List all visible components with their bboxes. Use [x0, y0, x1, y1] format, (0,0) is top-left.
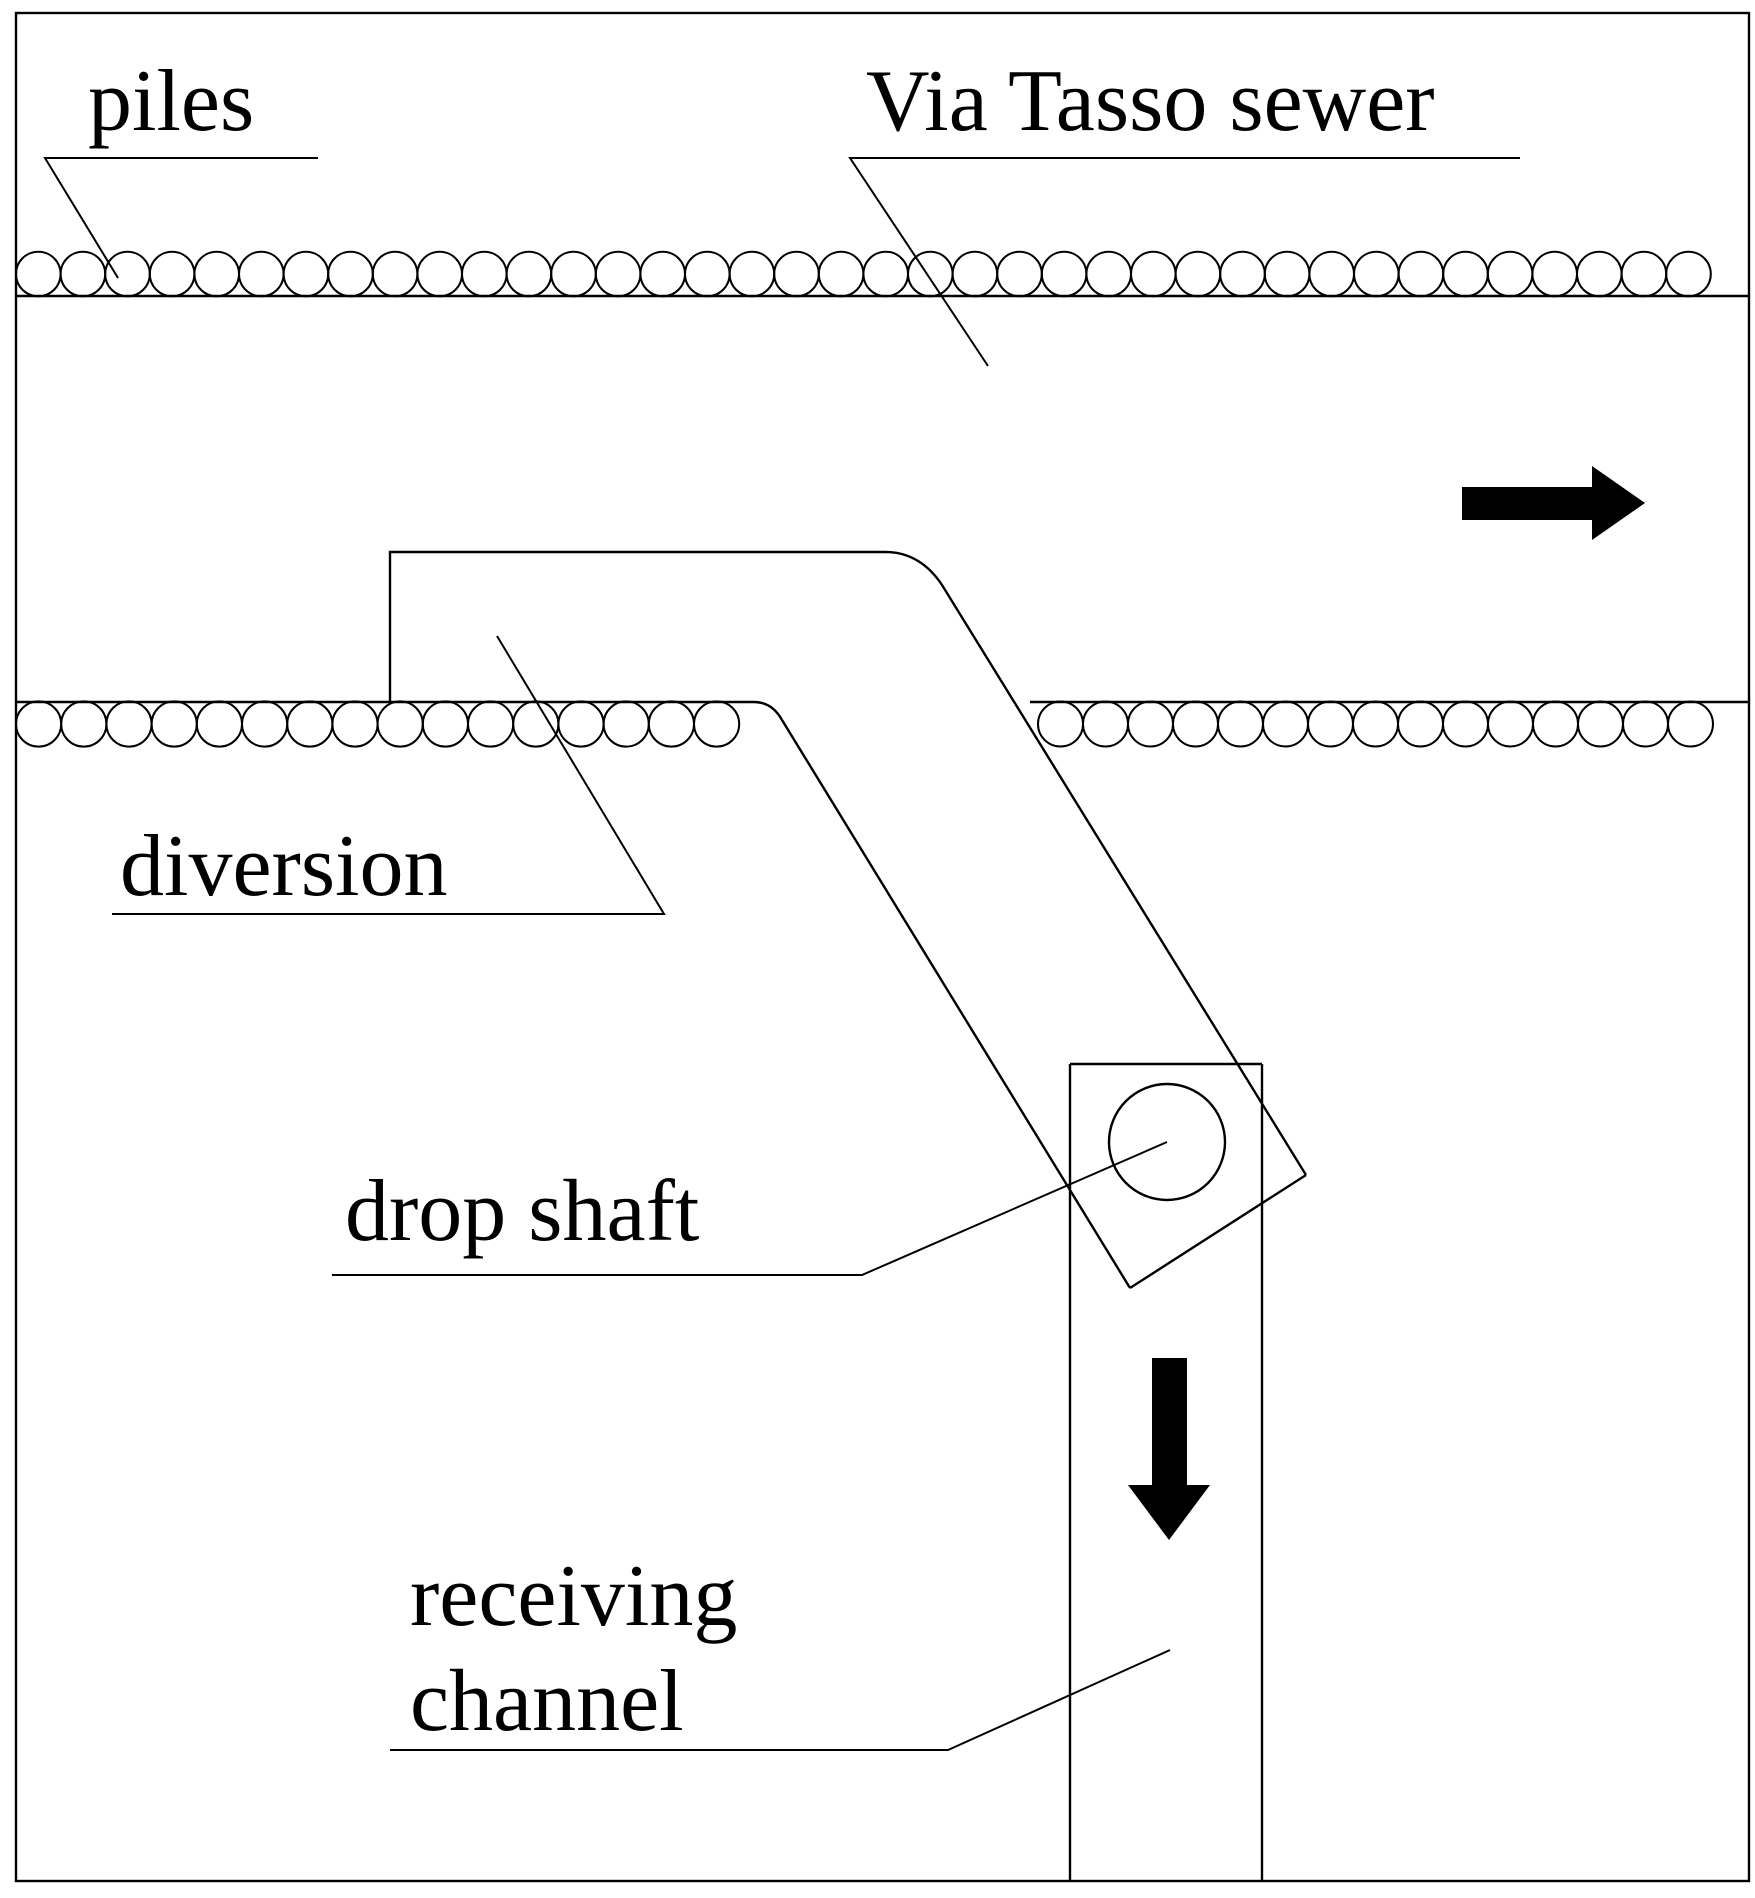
pile-circle	[148, 250, 196, 298]
pile-circle	[512, 700, 560, 748]
pile-circle	[1577, 700, 1624, 748]
pile-circle	[286, 700, 334, 748]
pile-circle	[684, 250, 731, 298]
pile-circle	[1308, 250, 1355, 298]
pile-circle	[1040, 250, 1088, 298]
pile-circle	[1262, 700, 1309, 748]
pile-row-bottom	[14, 700, 1714, 748]
pile-circle	[594, 250, 642, 298]
pile-circle	[461, 250, 508, 298]
diversion-outline-lower	[780, 719, 1132, 1289]
pile-circle	[59, 250, 107, 298]
drop-shaft-leader	[332, 1141, 1168, 1276]
pile-circle	[416, 250, 464, 298]
pile-circle	[15, 250, 62, 298]
pile-circle	[1576, 250, 1623, 298]
pile-circle	[327, 250, 374, 298]
pile-circle	[602, 700, 650, 748]
pile-circle	[907, 250, 954, 298]
diversion-end	[1129, 1173, 1307, 1290]
pile-circle	[550, 250, 597, 298]
pile-circle	[1352, 700, 1399, 748]
drop-shaft-label: drop shaft	[345, 1163, 699, 1260]
pile-circle	[817, 250, 865, 298]
pile-circle	[467, 700, 515, 748]
pile-circle	[1532, 700, 1579, 748]
pile-circle	[647, 700, 696, 748]
pile-circle	[1127, 700, 1174, 748]
pile-row-top	[15, 250, 1712, 298]
pile-circle	[639, 250, 687, 298]
pile-circle	[1085, 250, 1132, 298]
piles-label: piles	[88, 53, 254, 150]
receiving-channel-label-line1: receiving	[410, 1548, 737, 1645]
pile-circle	[1172, 700, 1219, 748]
pile-circle	[1082, 700, 1129, 748]
pile-circle	[282, 250, 330, 298]
pile-circle	[1353, 250, 1400, 298]
pile-circle	[1263, 250, 1311, 298]
diversion-leader	[112, 635, 666, 915]
pile-circle	[237, 250, 285, 298]
pile-circle	[1037, 700, 1084, 748]
sewer-flow-arrow-icon	[1462, 466, 1645, 540]
pile-circle	[773, 250, 820, 298]
pile-circle	[1486, 250, 1534, 298]
sewer-leader	[848, 157, 1520, 367]
pile-circle	[421, 700, 469, 748]
pile-circle	[150, 700, 198, 748]
pile-circle	[951, 250, 999, 298]
pile-circle	[1531, 250, 1578, 298]
pile-circle	[331, 700, 379, 748]
drop-shaft-circle	[1107, 1082, 1227, 1202]
diversion-label: diversion	[120, 818, 448, 915]
receiving-channel-leader	[390, 1649, 1171, 1751]
pile-circle	[1442, 700, 1489, 748]
pile-circle	[1442, 250, 1489, 298]
pile-circle	[104, 250, 151, 298]
pile-circle	[1397, 250, 1445, 298]
pile-circle	[195, 700, 243, 748]
pile-circle	[862, 250, 910, 298]
pile-circle	[376, 700, 424, 748]
pile-circle	[60, 700, 108, 748]
pile-circle	[1622, 700, 1669, 748]
pile-circle	[1665, 250, 1712, 298]
pile-circle	[557, 700, 605, 748]
pile-circle	[1307, 700, 1354, 748]
pile-circle	[193, 250, 240, 298]
frame	[14, 11, 1751, 1883]
pile-circle	[371, 250, 419, 298]
pile-circle	[241, 700, 289, 748]
pile-circle	[728, 250, 776, 298]
pile-circle	[1667, 700, 1714, 748]
pile-circle	[1219, 250, 1266, 298]
pile-circle	[1130, 250, 1177, 298]
receiving-channel-label-line2: channel	[410, 1653, 684, 1750]
pile-circle	[1620, 250, 1668, 298]
pile-circle	[1174, 250, 1222, 298]
piles-leader	[43, 157, 318, 279]
pile-circle	[505, 250, 553, 298]
sewer-bottom-wall-bend	[753, 700, 784, 721]
pile-circle	[996, 250, 1043, 298]
pile-circle	[105, 700, 153, 748]
diversion-outline-upper	[388, 550, 1308, 1176]
pile-circle	[1397, 700, 1444, 748]
pile-circle	[1487, 700, 1534, 748]
pile-circle	[14, 700, 63, 748]
pile-circle	[1217, 700, 1264, 748]
pile-circle	[693, 700, 741, 748]
channel-flow-arrow-icon	[1128, 1358, 1210, 1540]
sewer-label: Via Tasso sewer	[866, 53, 1435, 150]
